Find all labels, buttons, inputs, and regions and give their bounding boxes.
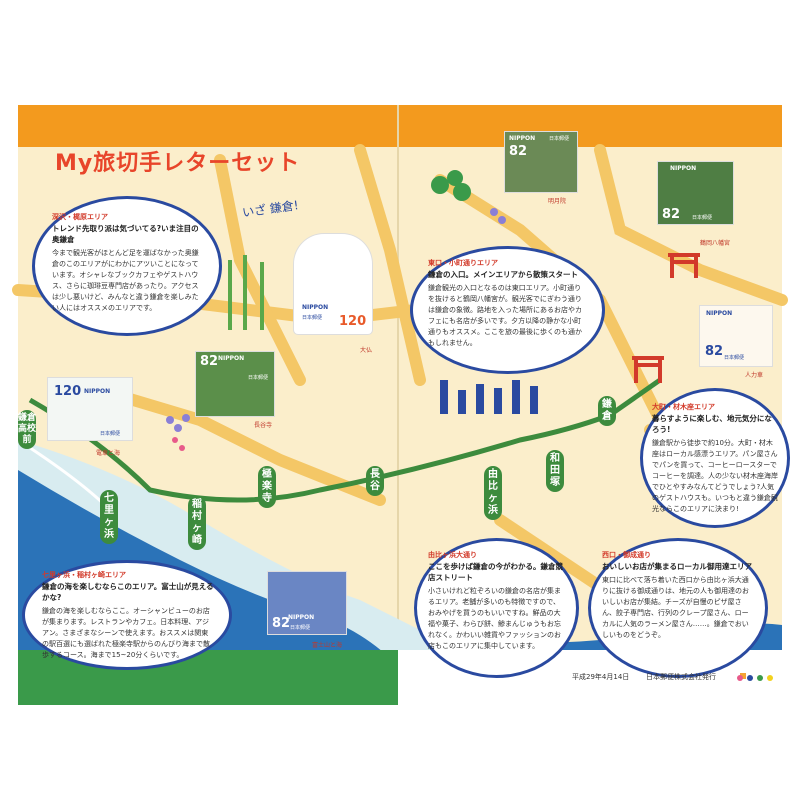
station-kamakura: 鎌倉 xyxy=(598,396,616,426)
bubble-fukasawa-text: 深沢・梶原エリア トレンド先取り派は気づいてる?いま注目の奥鎌倉 今まで観光客が… xyxy=(52,212,202,314)
bubble-shichirigahama-body: 鎌倉の海を楽しむならここ。オーシャンビューのお店が集まります。レストランやカフェ… xyxy=(42,607,210,659)
station-wadazuka: 和田塚 xyxy=(546,450,564,492)
footer-date: 平成29年4月14日 xyxy=(572,673,630,681)
bubble-ohmachi xyxy=(640,388,790,528)
stamp-fuji: NIPPON 82 日本郵便 xyxy=(268,572,346,634)
bubble-nishiguchi-head: おいしいお店が集まるローカル御用達エリア xyxy=(602,562,752,571)
station-inamuragasaki: 稲村ヶ崎 xyxy=(188,496,206,550)
station-gokurakuji: 極楽寺 xyxy=(258,466,276,508)
bubble-nishiguchi-text: 西口・御成通り おいしいお店が集まるローカル御用達エリア 東口に比べて落ち着いた… xyxy=(602,550,754,641)
bubble-shichirigahama-area: 七里ヶ浜・稲村ヶ崎エリア xyxy=(42,571,126,579)
bubble-fukasawa-area: 深沢・梶原エリア xyxy=(52,213,108,221)
bubble-fukasawa xyxy=(32,196,222,336)
bubble-higashiguchi-head: 鎌倉の入口。メインエリアから散策スタート xyxy=(428,270,578,279)
station-hase: 長谷 xyxy=(366,466,384,496)
caption-fuji: 富士山と海 xyxy=(312,642,343,649)
bubble-nishiguchi xyxy=(588,538,768,678)
caption-enoden: 電車と海 xyxy=(96,450,121,457)
bubble-yuigahama-head: ここを歩けば鎌倉の今がわかる。鎌倉競店ストリート xyxy=(428,562,563,582)
bubble-yuigahama xyxy=(414,538,579,678)
stamp-hasedera: NIPPON 82 日本郵便 xyxy=(196,352,274,416)
station-yuigahama: 由比ヶ浜 xyxy=(484,466,502,520)
bubble-nishiguchi-area: 西口・御成通り xyxy=(602,551,651,559)
bubble-shichirigahama-text: 七里ヶ浜・稲村ヶ崎エリア 鎌倉の海を楽しむならこのエリア。富士山が見えるかな? … xyxy=(42,570,214,661)
caption-jinrikisha: 人力車 xyxy=(745,372,764,379)
bubble-fukasawa-body: 今まで観光客がほとんど足を運ばなかった奥鎌倉のこのエリアがにわかにアツいことにな… xyxy=(52,249,199,312)
bubble-higashiguchi xyxy=(410,246,605,374)
bubble-yuigahama-area: 由比ヶ浜大通り xyxy=(428,551,477,559)
caption-daibutsu: 大仏 xyxy=(360,347,373,354)
bubble-fukasawa-head: トレンド先取り派は気づいてる?いま注目の奥鎌倉 xyxy=(52,224,199,244)
stamp-daibutsu: NIPPON 日本郵便 120 xyxy=(294,234,372,334)
bubble-higashiguchi-text: 東口・小町通りエリア 鎌倉の入口。メインエリアから散策スタート 鎌倉観光の入口と… xyxy=(428,258,588,349)
bubble-ohmachi-area: 大町・材木座エリア xyxy=(652,403,715,411)
bubble-shichirigahama-head: 鎌倉の海を楽しむならこのエリア。富士山が見えるかな? xyxy=(42,582,214,602)
stamp-enoden: 120 NIPPON 日本郵便 xyxy=(48,378,132,440)
caption-meigetsuin: 明月院 xyxy=(548,198,567,205)
bubble-nishiguchi-body: 東口に比べて落ち着いた西口から由比ヶ浜大通りに抜ける御成通りは、地元の人も御用達… xyxy=(602,576,749,639)
footer-publisher: 日本郵便株式会社発行 xyxy=(646,673,716,681)
bubble-shichirigahama xyxy=(22,560,232,670)
caption-hasedera: 長谷寺 xyxy=(254,422,273,429)
station-shichirigahama: 七里ヶ浜 xyxy=(100,490,118,544)
caption-tsurugaoka: 鶴岡八幡宮 xyxy=(700,240,731,247)
bubble-higashiguchi-body: 鎌倉観光の入口となるのは東口エリア。小町通りを抜けると鶴岡八幡宮が。観光客でにぎ… xyxy=(428,284,582,347)
stamp-jinrikisha: NIPPON 82 日本郵便 xyxy=(700,306,772,366)
bubble-ohmachi-head: 暮らすように楽しむ、地元気分になろう! xyxy=(652,414,772,434)
stamp-meigetsuin: NIPPON 82 日本郵便 xyxy=(505,132,577,192)
bubble-yuigahama-body: 小さいけれど粒ぞろいの鎌倉の名店が集まるエリア。老舗が多いのも特徴ですので、おみ… xyxy=(428,587,561,650)
bubble-ohmachi-body: 鎌倉駅から徒歩で約10分。大町・材木座はローカル感漂うエリア。パン屋さんでパンを… xyxy=(652,439,778,513)
page-title: My旅切手レターセット xyxy=(55,151,301,176)
bubble-ohmachi-text: 大町・材木座エリア 暮らすように楽しむ、地元気分になろう! 鎌倉駅から徒歩で約1… xyxy=(652,402,778,515)
bubble-yuigahama-text: 由比ヶ浜大通り ここを歩けば鎌倉の今がわかる。鎌倉競店ストリート 小さいけれど粒… xyxy=(428,550,566,652)
stamp-tsurugaoka: NIPPON 82 日本郵便 xyxy=(658,162,733,224)
bubble-higashiguchi-area: 東口・小町通りエリア xyxy=(428,259,498,267)
station-kamakurakokomae: 鎌倉高校前 xyxy=(18,410,36,449)
